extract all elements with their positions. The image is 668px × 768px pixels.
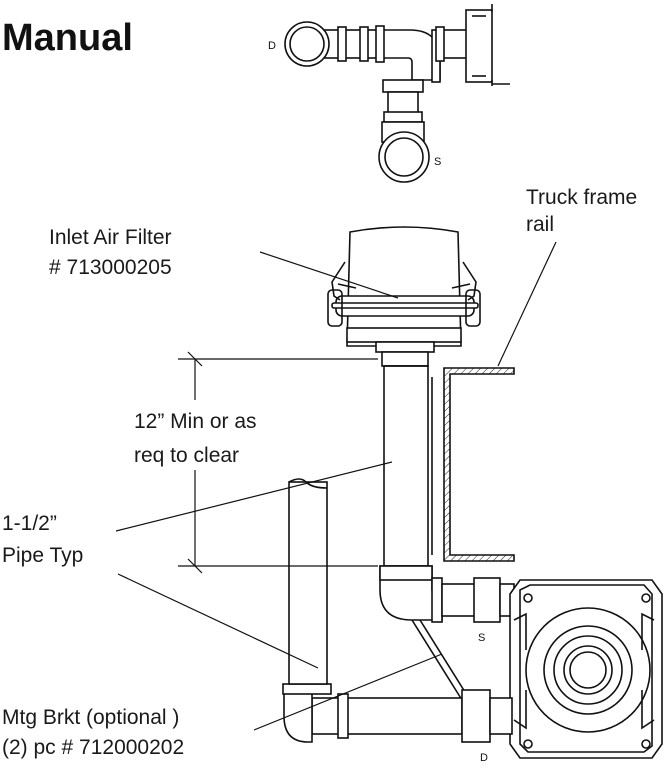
intake-pipe — [379, 365, 515, 623]
pipe-label-line1: 1-1/2” — [2, 512, 57, 535]
main-port-d-label: D — [480, 752, 488, 764]
discharge-pipe — [282, 478, 513, 743]
page-title: Manual — [2, 17, 133, 59]
dimension-12in — [178, 351, 378, 574]
truck-frame-label-line1: Truck frame — [526, 186, 638, 209]
truck-frame-rail — [431, 367, 515, 562]
air-filter — [327, 226, 481, 367]
truck-frame-label-line2: rail — [526, 213, 555, 236]
min-clearance-label-line1: 12” Min or as — [134, 410, 257, 433]
top-port-s-label: S — [434, 156, 442, 168]
min-clearance-label-line2: req to clear — [134, 444, 240, 467]
compressor — [509, 579, 663, 759]
mounting-bracket — [411, 619, 471, 701]
top-view — [284, 4, 510, 183]
top-port-d-label: D — [268, 40, 276, 52]
pipe-label-line2: Pipe Typ — [2, 544, 84, 567]
leader-lines — [115, 241, 557, 731]
bracket-label-line2: (2) pc # 712000202 — [2, 736, 185, 759]
main-port-s-label: S — [478, 632, 486, 644]
filter-label-line2: # 713000205 — [49, 256, 172, 279]
filter-label-line1: Inlet Air Filter — [49, 226, 172, 249]
bracket-label-line1: Mtg Brkt (optional ) — [2, 706, 180, 729]
